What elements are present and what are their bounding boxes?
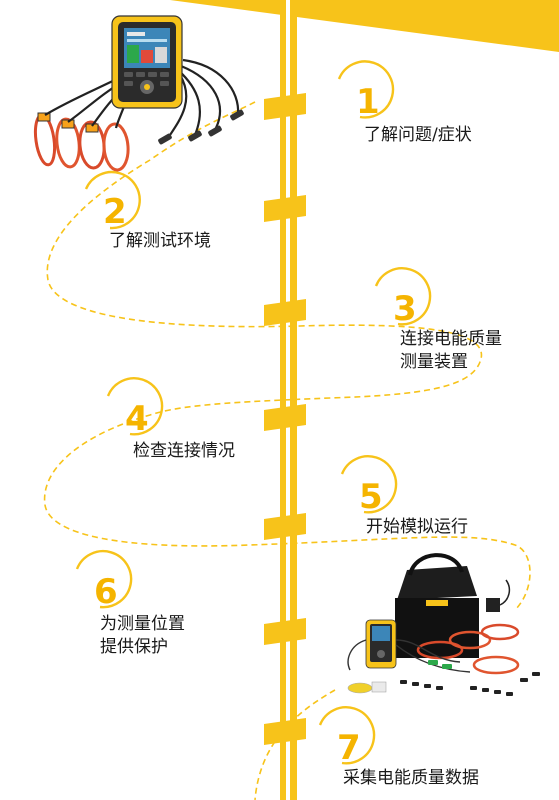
step-label-5-line-1: 开始模拟运行: [366, 517, 468, 537]
spine-marker: [264, 404, 306, 431]
step-label-1: 了解问题/症状: [364, 124, 472, 147]
spine-marker: [264, 513, 306, 540]
step-number-6: 6: [94, 572, 118, 612]
step-circle-1: [337, 60, 395, 119]
step-label-2-line-1: 了解测试环境: [109, 231, 211, 251]
spine-marker: [264, 618, 306, 645]
step-label-6: 为测量位置 提供保护: [100, 613, 185, 659]
step-circle-4: [106, 377, 164, 436]
step-circle-2: [84, 170, 141, 230]
step-label-2: 了解测试环境: [109, 230, 211, 253]
spine-marker: [264, 718, 306, 745]
step-number-3: 3: [393, 289, 417, 329]
step-label-1-line-1: 了解问题/症状: [364, 125, 472, 145]
step-label-7-line-1: 采集电能质量数据: [343, 768, 479, 788]
step-label-3: 连接电能质量 测量装置: [400, 328, 502, 374]
spine-marker: [264, 93, 306, 120]
step-circle-3: [374, 267, 432, 326]
step-circle-6: [75, 549, 133, 609]
spine-markers: [264, 93, 306, 745]
step-label-6-line-1: 为测量位置: [100, 614, 185, 634]
step-circle-7: [318, 706, 376, 765]
step-number-7: 7: [337, 728, 361, 768]
step-numbers: 1 2 3 4 5 6 7: [94, 82, 417, 768]
step-number-1: 1: [356, 82, 380, 122]
step-label-5: 开始模拟运行: [366, 516, 468, 539]
spine-marker: [264, 299, 306, 326]
step-label-6-line-2: 提供保护: [100, 637, 168, 657]
step-label-4: 检查连接情况: [133, 440, 235, 463]
step-label-4-line-1: 检查连接情况: [133, 441, 235, 461]
step-label-7: 采集电能质量数据: [343, 767, 479, 790]
top-banner: [170, 0, 559, 52]
step-label-3-line-1: 连接电能质量: [400, 329, 502, 349]
step-circles: [75, 60, 432, 765]
step-number-4: 4: [125, 399, 149, 439]
power-analyzer-with-probes-illustration: [33, 15, 244, 172]
measurement-kit-illustration: [347, 553, 540, 696]
spine-marker: [264, 195, 306, 222]
step-number-5: 5: [359, 477, 383, 517]
step-label-3-line-2: 测量装置: [400, 352, 468, 372]
step-number-2: 2: [103, 192, 127, 232]
step-circle-5: [340, 455, 398, 514]
